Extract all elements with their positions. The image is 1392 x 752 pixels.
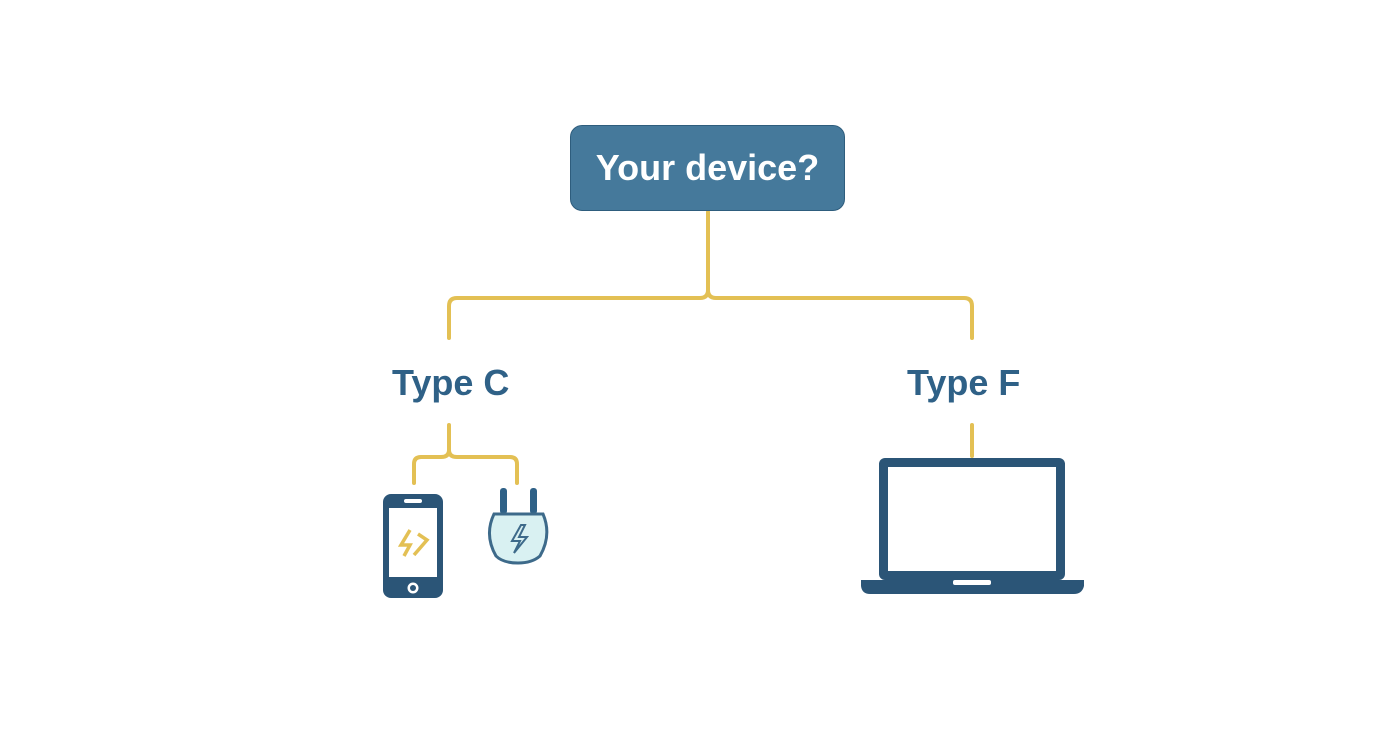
phone-icon <box>383 494 443 598</box>
plug-icon <box>488 488 549 565</box>
connector-root-stem <box>447 210 710 340</box>
connector-root-right <box>706 288 974 340</box>
connectors <box>412 210 974 485</box>
branch-label-type-f: Type F <box>907 362 1021 403</box>
connector-typec-right <box>447 448 519 485</box>
branch-label-type-c: Type C <box>392 362 510 403</box>
root-node: Your device? <box>570 125 845 211</box>
connector-typec <box>412 423 451 485</box>
laptop-icon <box>861 458 1084 594</box>
root-label: Your device? <box>595 147 820 188</box>
